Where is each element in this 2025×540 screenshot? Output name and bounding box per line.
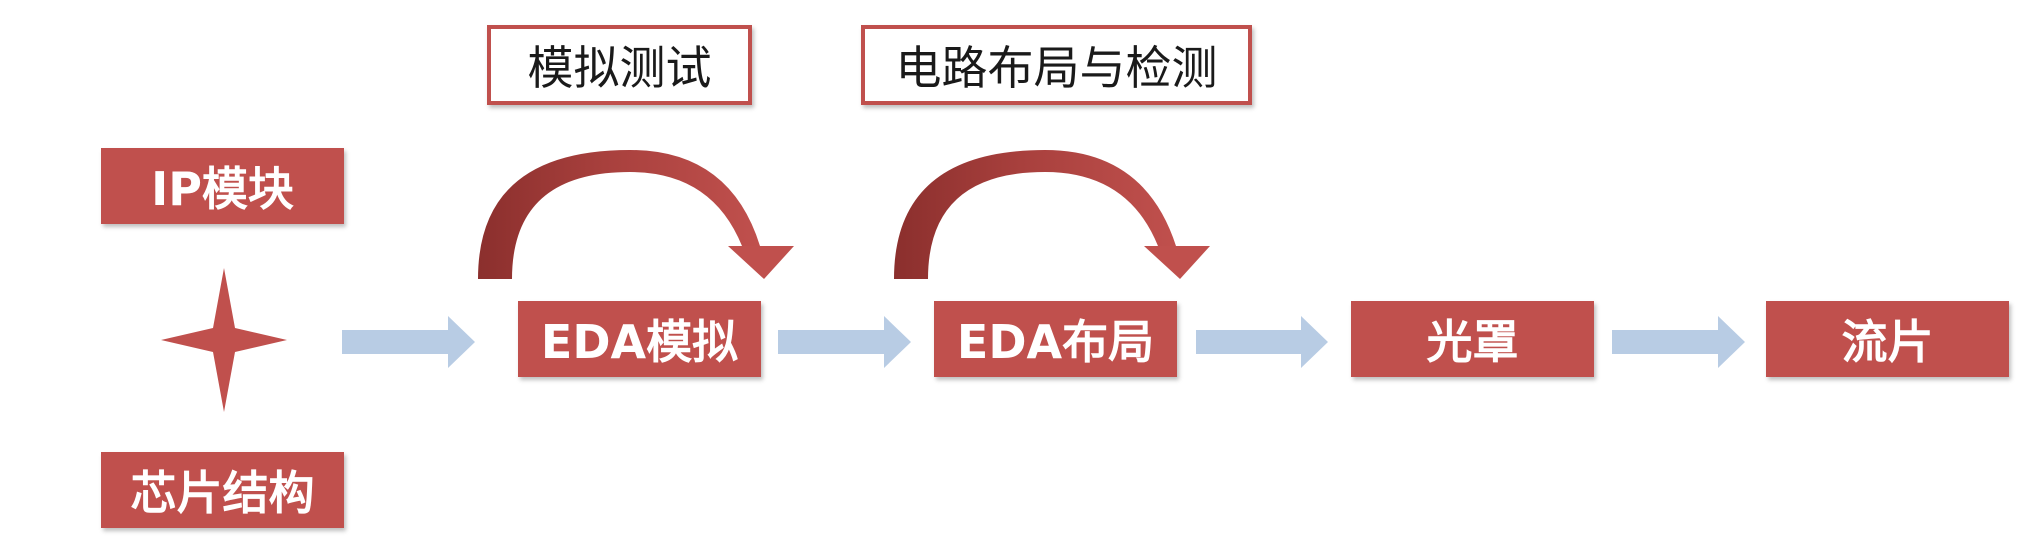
flow-arrow-4 xyxy=(1612,316,1745,368)
input-ip-module-text: IP模块 xyxy=(151,162,294,216)
label-simulation-test-text: 模拟测试 xyxy=(527,41,712,95)
curved-arrow-2 xyxy=(894,150,1210,279)
input-chip-structure-text: 芯片结构 xyxy=(130,466,315,520)
flow-arrow-3 xyxy=(1196,316,1328,368)
flow-arrow-2 xyxy=(778,316,911,368)
plus-star-icon xyxy=(161,268,287,412)
input-ip-module: IP模块 xyxy=(101,148,344,224)
step-eda-layout: EDA布局 xyxy=(934,301,1177,377)
step-eda-sim-text: EDA模拟 xyxy=(540,315,739,369)
step-eda-layout-text: EDA布局 xyxy=(956,315,1155,369)
step-photomask: 光罩 xyxy=(1351,301,1594,377)
label-layout-check-text: 电路布局与检测 xyxy=(895,41,1218,95)
step-eda-sim: EDA模拟 xyxy=(518,301,761,377)
step-tapeout: 流片 xyxy=(1766,301,2009,377)
label-simulation-test: 模拟测试 xyxy=(487,25,752,105)
label-layout-check: 电路布局与检测 xyxy=(861,25,1252,105)
curved-arrow-1 xyxy=(478,150,794,279)
step-tapeout-text: 流片 xyxy=(1841,315,1934,369)
step-photomask-text: 光罩 xyxy=(1426,315,1519,369)
input-chip-structure: 芯片结构 xyxy=(101,452,344,528)
flow-arrow-1 xyxy=(342,316,475,368)
